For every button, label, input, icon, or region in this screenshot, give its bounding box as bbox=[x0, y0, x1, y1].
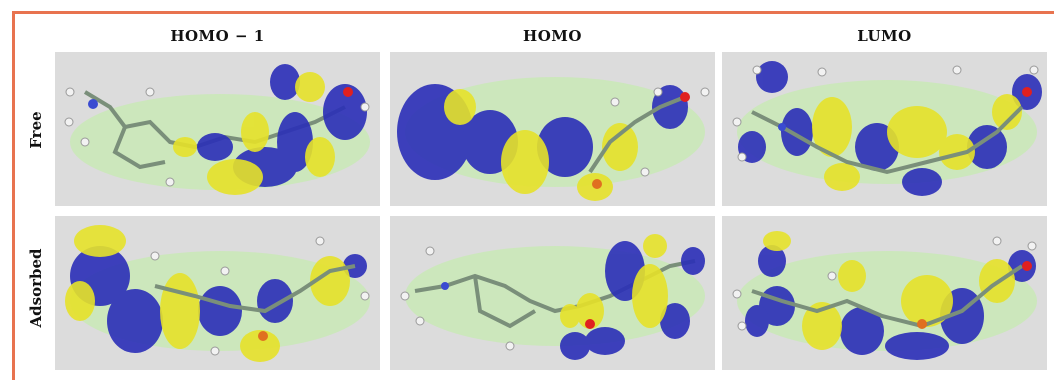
figure-frame-left bbox=[12, 11, 15, 380]
orbital-panel-free-homo bbox=[390, 52, 715, 206]
row-label-free: Free bbox=[27, 111, 45, 149]
column-header-homo: HOMO bbox=[523, 27, 582, 45]
column-header-homo-1: HOMO − 1 bbox=[170, 27, 265, 45]
orbital-panel-free-lumo bbox=[722, 52, 1047, 206]
figure-frame-top bbox=[12, 11, 1054, 14]
column-header-lumo: LUMO bbox=[857, 27, 912, 45]
orbital-render-free-lumo bbox=[732, 61, 1042, 196]
orbital-panel-free-homo-1 bbox=[55, 52, 380, 206]
row-label-adsorbed: Adsorbed bbox=[27, 248, 45, 328]
orbital-panel-adsorbed-homo bbox=[390, 216, 715, 370]
orbital-render-free-homo-1 bbox=[64, 64, 370, 195]
orbital-panel-adsorbed-homo-1 bbox=[55, 216, 380, 370]
orbital-render-adsorbed-homo-1 bbox=[65, 225, 370, 362]
orbital-render-free-homo bbox=[397, 77, 710, 201]
orbital-render-adsorbed-lumo bbox=[732, 231, 1037, 360]
orbital-render-adsorbed-homo bbox=[400, 234, 705, 360]
orbital-panel-adsorbed-lumo bbox=[722, 216, 1047, 370]
